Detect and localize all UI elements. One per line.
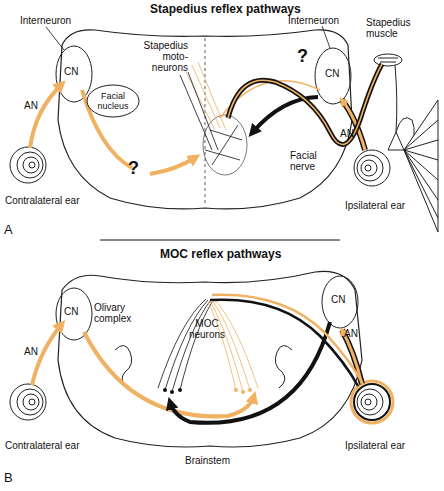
panel-heading: Stapedius reflex pathways [150, 3, 301, 16]
motoneuron-pool [180, 62, 247, 175]
cochlear-nucleus [56, 288, 92, 340]
anatomy-label: CN [64, 66, 78, 77]
anatomy-label: AN [344, 328, 358, 339]
ellipse-shape [87, 85, 139, 117]
moc-efferent-bundle [210, 300, 358, 386]
anatomy-label: Contralateral ear [5, 195, 79, 206]
cochlear-nucleus [322, 276, 358, 328]
anatomy-label: Olivary complex [94, 302, 138, 324]
panel-heading: ? [297, 46, 308, 66]
panel-heading: ? [128, 158, 139, 178]
anatomy-label: Ipsilateral ear [345, 200, 405, 211]
crossed-pathway [150, 157, 196, 174]
panel-heading: A [4, 222, 13, 237]
facial-nerve [228, 64, 382, 145]
anatomy-label: AN [340, 128, 354, 139]
cochlear-nucleus [56, 46, 92, 102]
anatomy-label: Contralateral ear [5, 440, 79, 451]
middle-ear [388, 100, 438, 232]
cochlea [10, 147, 46, 183]
brainstem-outline [58, 271, 362, 447]
midline [205, 38, 206, 206]
moc-neurons [158, 299, 258, 394]
anatomy-label: Facial nerve [290, 150, 330, 172]
anatomy-label: Interneuron [288, 15, 339, 26]
cochlear-nucleus [315, 48, 351, 104]
interneuron-pointer [46, 27, 64, 50]
facial-nerve [228, 64, 382, 145]
auditory-nerve-path [30, 84, 62, 148]
anatomy-label: CN [331, 294, 345, 305]
cochlea [351, 381, 393, 423]
panel-divider [100, 240, 340, 241]
cochlea [10, 384, 46, 420]
anatomy-label: Ipsilateral ear [345, 440, 405, 451]
interneuron-pointer [322, 26, 330, 48]
nucleus-ellipse: Facial nucleus [86, 84, 140, 118]
stapedius-muscle [374, 54, 402, 132]
brainstem-outline [58, 30, 352, 209]
anatomy-label: MOC neurons [183, 318, 231, 340]
olivary-complex [115, 345, 292, 388]
cochlea [354, 150, 390, 186]
anatomy-label: AN [24, 346, 38, 357]
node-label: Facial nucleus [90, 91, 136, 111]
anatomy-label: AN [24, 100, 38, 111]
panel-heading: MOC reflex pathways [160, 248, 281, 261]
anatomy-label: Brainstem [185, 455, 230, 466]
anatomy-label: Stapedius moto-neurons [138, 40, 188, 73]
node-text-holder: Facial nucleus [86, 84, 140, 118]
moc-efferent-bundle [212, 295, 363, 384]
anatomy-label: Stapedius muscle [366, 17, 418, 39]
panel-heading: B [4, 470, 13, 485]
anatomy-label: CN [64, 306, 78, 317]
anatomy-label: CN [325, 68, 339, 79]
anatomy-label: Interneuron [20, 15, 71, 26]
